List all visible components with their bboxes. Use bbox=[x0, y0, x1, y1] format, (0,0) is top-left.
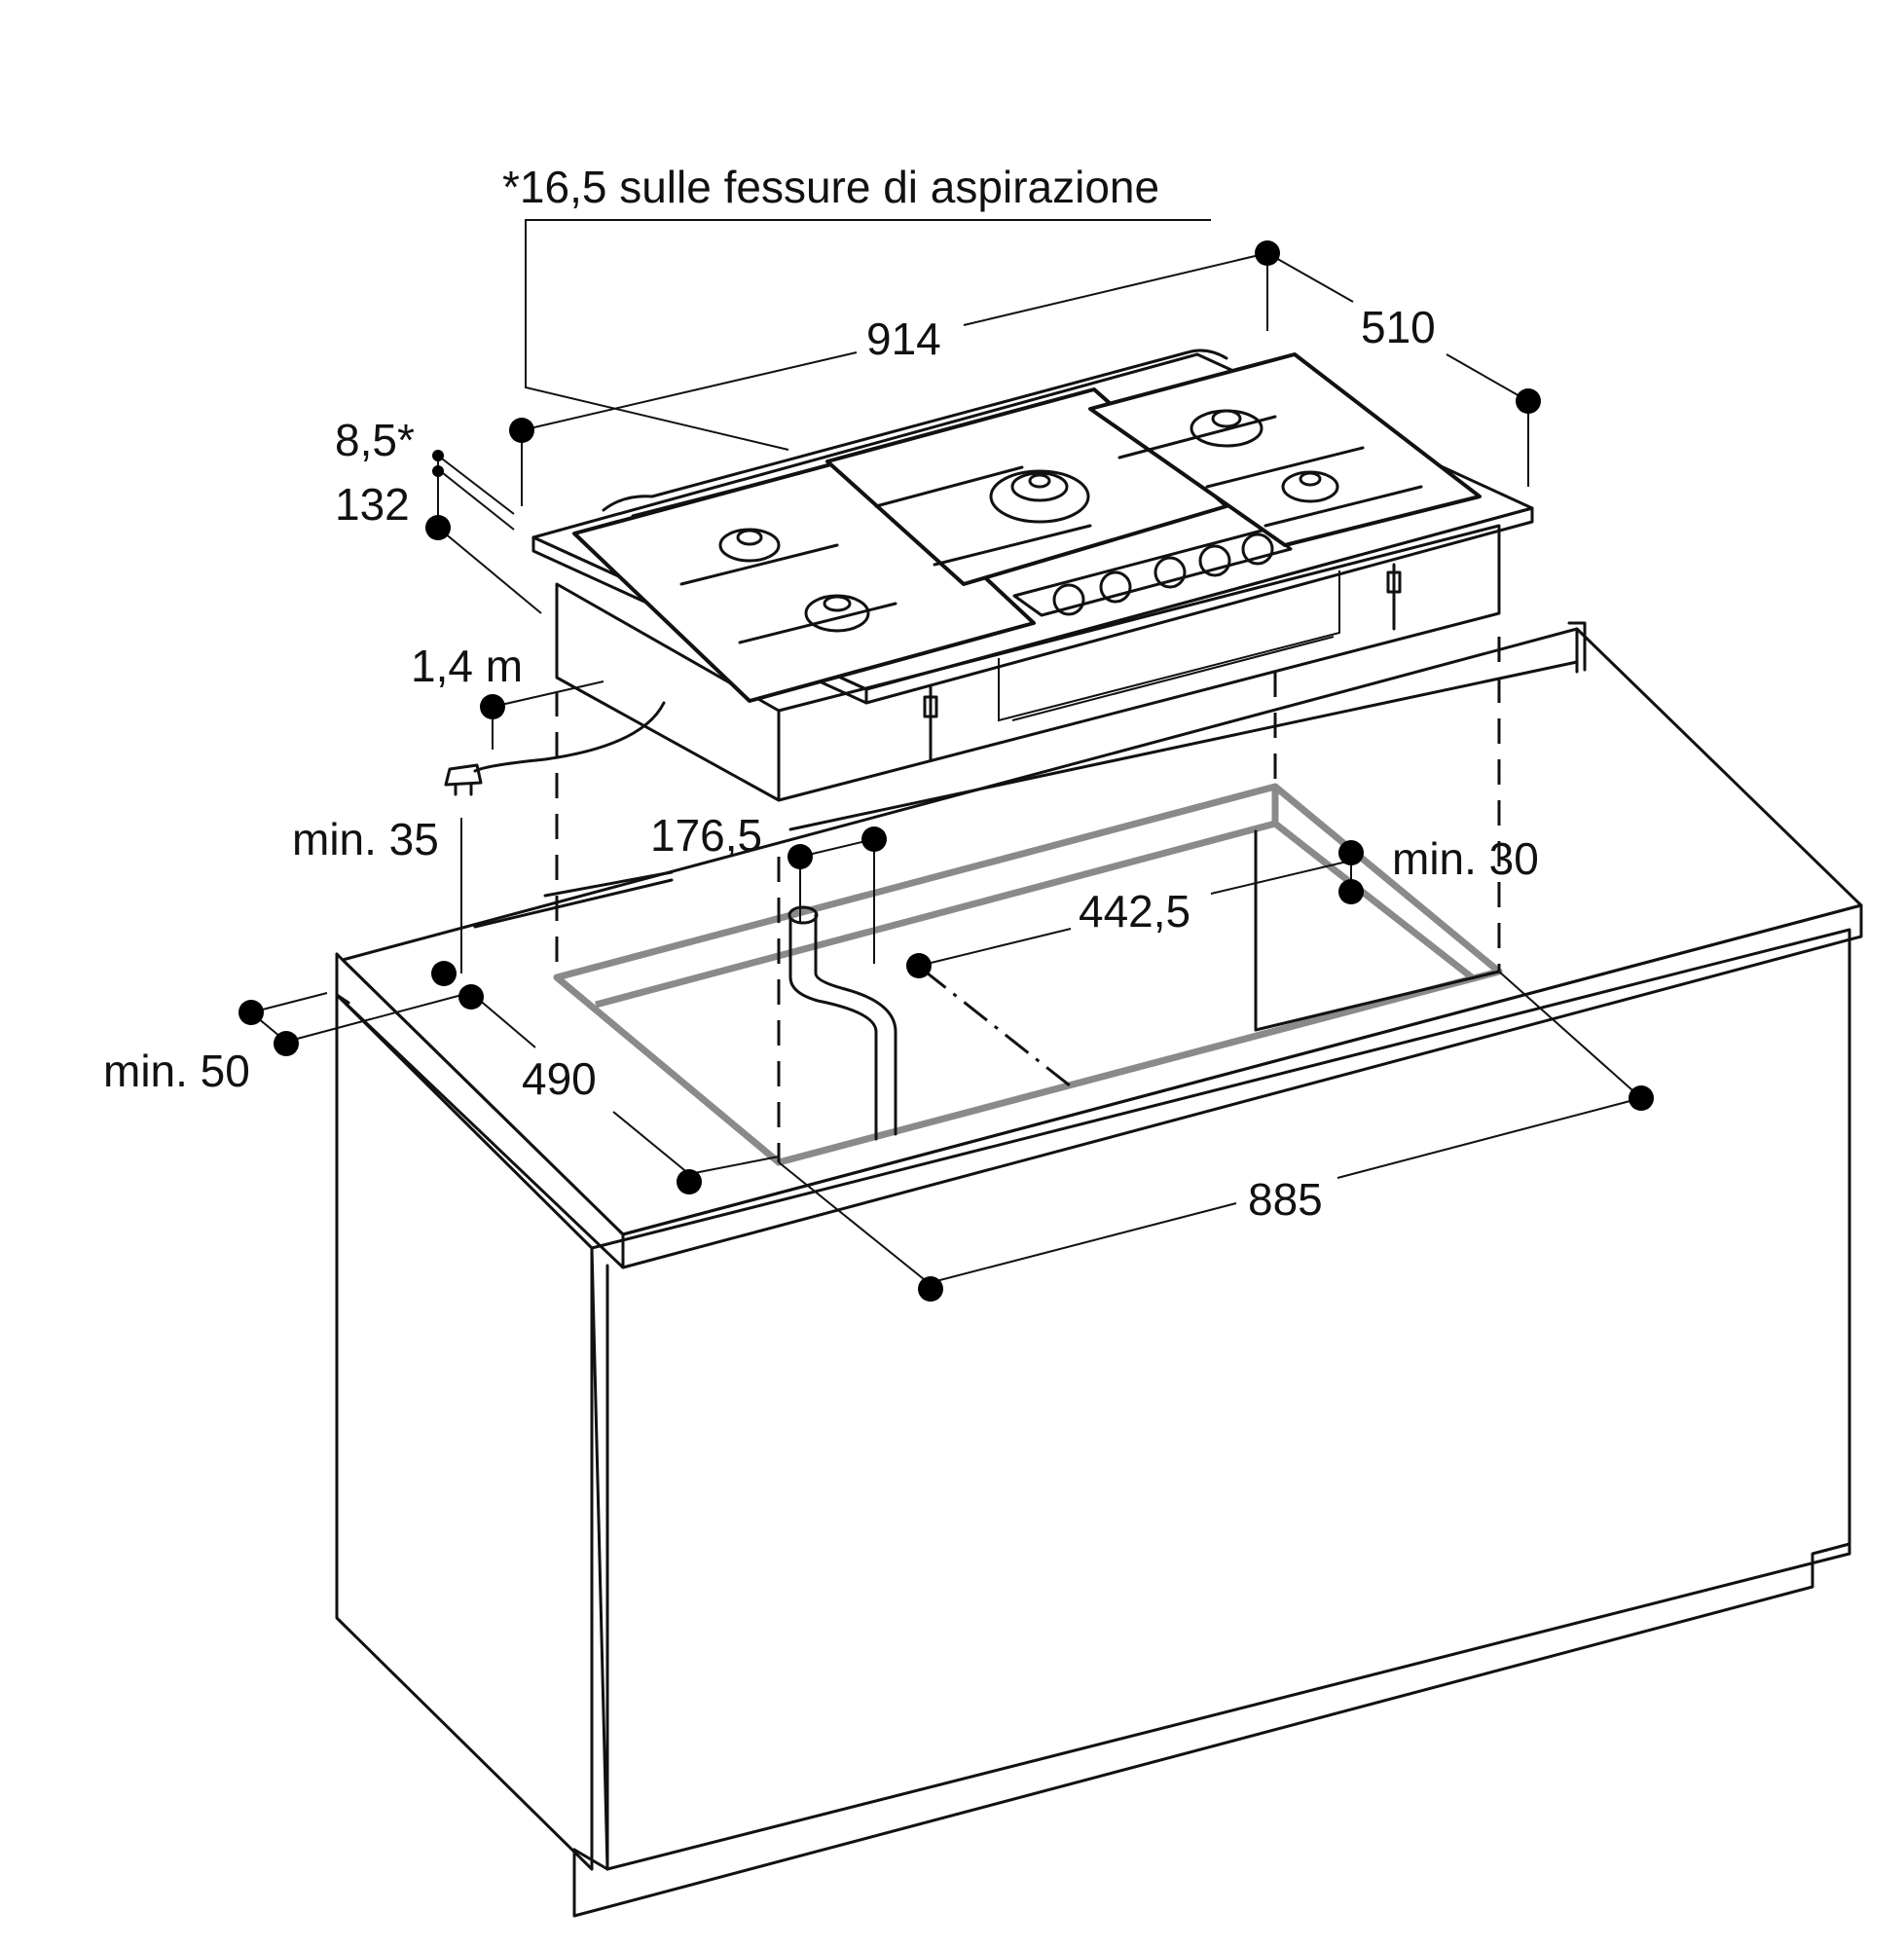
countertop-front-edge bbox=[621, 903, 1863, 1269]
knob-1[interactable] bbox=[1052, 583, 1085, 616]
gas-pipe bbox=[788, 913, 897, 1141]
height-132-label: 132 bbox=[335, 479, 410, 530]
depth-442-5-label: 442,5 bbox=[1079, 886, 1190, 937]
cable-length-label: 1,4 m bbox=[411, 641, 523, 691]
grates bbox=[572, 352, 1482, 703]
min-30-label: min. 30 bbox=[1392, 833, 1539, 884]
width-914-label: 914 bbox=[866, 313, 941, 364]
dimension-lines bbox=[250, 219, 1642, 1284]
cabinet-plinth bbox=[572, 1542, 1851, 1918]
cabinet bbox=[335, 621, 1863, 1918]
dimension-labels: *16,5 sulle fessure di aspirazione 914 5… bbox=[103, 162, 1539, 1225]
burners bbox=[718, 409, 1339, 633]
dimension-dot-icon bbox=[238, 240, 1654, 1302]
depth-510-label: 510 bbox=[1361, 302, 1436, 352]
cabinet-left-side bbox=[335, 993, 594, 1871]
offset-176-5-label: 176,5 bbox=[650, 810, 762, 861]
knob-4[interactable] bbox=[1198, 544, 1231, 577]
knob-5[interactable] bbox=[1241, 533, 1274, 566]
power-cable bbox=[444, 701, 666, 796]
plug-icon bbox=[444, 763, 483, 796]
min-50-label: min. 50 bbox=[103, 1046, 250, 1096]
cutout-885-label: 885 bbox=[1248, 1174, 1323, 1225]
control-strip bbox=[1012, 528, 1293, 617]
overlap-8-5-label: 8,5* bbox=[335, 415, 415, 465]
knob-3[interactable] bbox=[1153, 556, 1187, 589]
burner-wok bbox=[989, 469, 1090, 524]
knob-2[interactable] bbox=[1099, 570, 1132, 604]
cutout-490-label: 490 bbox=[522, 1053, 597, 1104]
gas-hob bbox=[531, 349, 1534, 802]
note-label: *16,5 sulle fessure di aspirazione bbox=[502, 162, 1159, 212]
cabinet-front bbox=[590, 928, 1851, 1871]
mounting-clamps bbox=[923, 563, 1402, 761]
min-35-label: min. 35 bbox=[292, 814, 439, 864]
